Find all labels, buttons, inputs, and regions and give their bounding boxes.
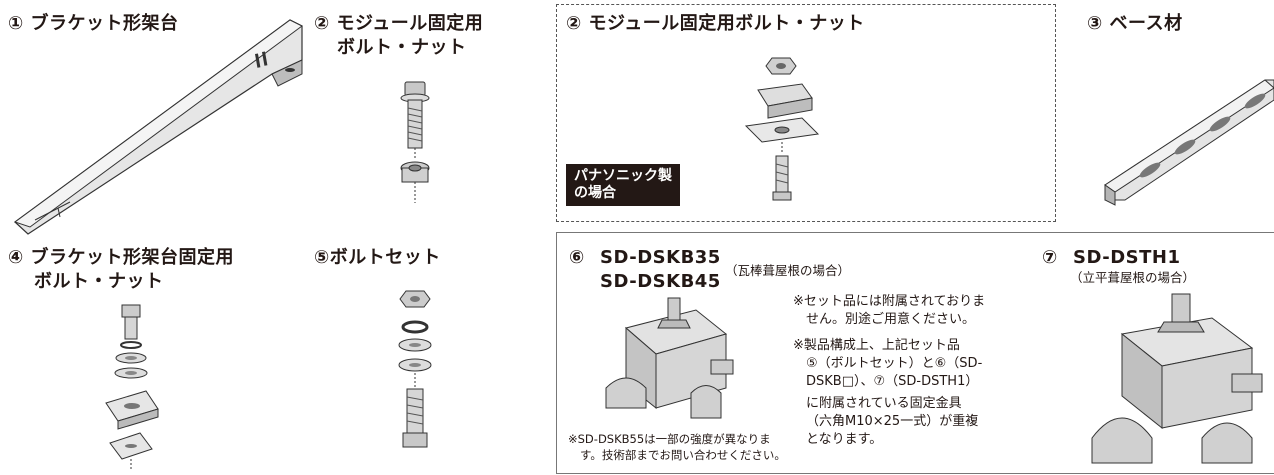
- sd-dskb-model1: SD-DSKB35: [600, 247, 721, 268]
- sd-dskb-note1-line1: ※セット品には附属されておりま: [793, 294, 986, 309]
- sd-dskb-note2-line5: （六角M10×25一式）が重複: [806, 414, 979, 429]
- panasonic-bolt-title: ② モジュール固定用ボルト・ナット: [566, 13, 865, 34]
- bracket-bolt-title-line1: ④ ブラケット形架台固定用: [8, 247, 235, 268]
- panasonic-badge-line2: の場合: [574, 185, 616, 201]
- sd-dskb-bottom-line1: ※SD-DSKB55は一部の強度が異なりま: [568, 432, 771, 446]
- bolt-set-title: ⑤ボルトセット: [314, 247, 441, 268]
- panasonic-bolt-box: [556, 4, 1056, 222]
- sd-dskb-note1-line2: せん。別途ご用意ください。: [806, 312, 976, 327]
- base-title: ③ ベース材: [1087, 13, 1183, 34]
- base-rail-illustration: [1104, 79, 1274, 206]
- module-bolt-title-line2: ボルト・ナット: [337, 37, 467, 58]
- sd-dskb-note2-line3: DSKB□）、⑦（SD-DSTH1）: [806, 374, 979, 389]
- bracket-bolt-title-line2: ボルト・ナット: [34, 271, 164, 292]
- sd-dskb-note2-line4: に附属されている固定金具: [806, 396, 962, 411]
- sd-dskb-roof: （瓦棒葺屋根の場合）: [725, 263, 851, 278]
- sd-dskb-illustration: [605, 297, 734, 419]
- module-bolt-title-line1: ② モジュール固定用: [314, 13, 484, 34]
- sd-dskb-bottom-line2: す。技術部までお問い合わせください。: [580, 448, 786, 462]
- sd-dskb-num: ⑥: [569, 247, 585, 268]
- sd-dsth-illustration: [1091, 293, 1263, 464]
- bracket-title: ① ブラケット形架台: [8, 13, 179, 34]
- bracket-illustration: [13, 19, 303, 235]
- sd-dskb-box: [556, 232, 1274, 474]
- sd-dskb-note2-line2: ⑤（ボルトセット）と⑥（SD-: [806, 356, 983, 371]
- panasonic-badge: パナソニック製 の場合: [566, 164, 680, 206]
- sd-dskb-note2-line1: ※製品構成上、上記セット品: [793, 338, 960, 353]
- panasonic-bolt-illustration: [744, 57, 820, 201]
- bracket-bolt-illustration: [105, 304, 159, 471]
- bolt-set-illustration: [398, 290, 432, 448]
- panasonic-badge-line1: パナソニック製: [574, 168, 672, 184]
- sd-dsth-num: ⑦: [1042, 247, 1058, 268]
- sd-dsth-roof: （立平葺屋根の場合）: [1070, 270, 1196, 285]
- sd-dskb-model2: SD-DSKB45: [600, 271, 721, 292]
- module-bolt-illustration: [400, 81, 430, 203]
- sd-dsth-model: SD-DSTH1: [1073, 247, 1181, 268]
- sd-dskb-note2-line6: となります。: [806, 432, 883, 447]
